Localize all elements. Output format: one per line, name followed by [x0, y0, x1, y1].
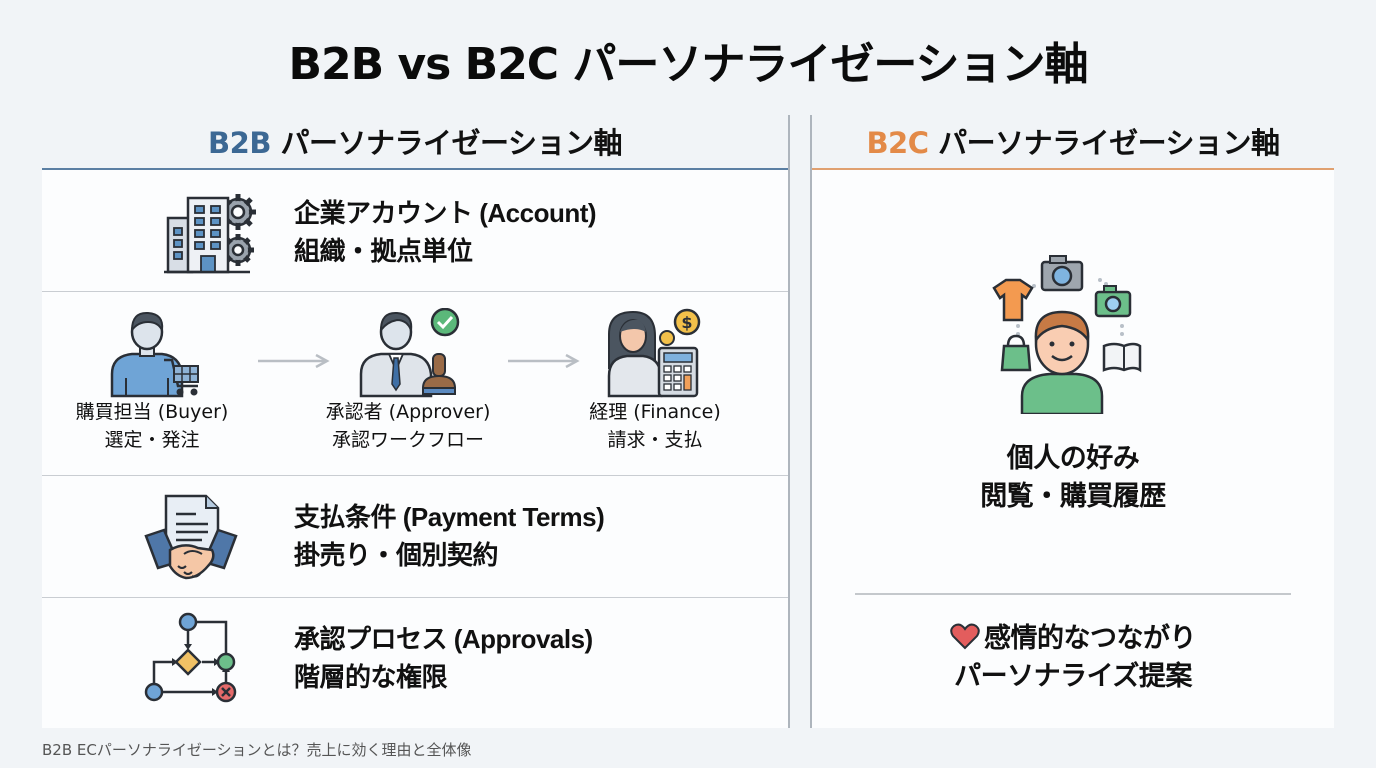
buyer-cart-icon [110, 311, 199, 398]
individual-interests-icon [992, 255, 1142, 414]
column-divider-left [788, 115, 790, 728]
account-subtitle: 組織・拠点単位 [294, 237, 473, 267]
role-buyer: 購買担当 (Buyer) 選定・発注 [42, 308, 262, 454]
role-approver: 承認者 (Approver) 承認ワークフロー [298, 308, 518, 454]
payment-terms-text: 支払条件 (Payment Terms) 掛売り・個別契約 [294, 498, 605, 575]
account-title-jp: 企業アカウント [294, 199, 473, 229]
b2b-accent-label: B2B [208, 126, 271, 160]
column-divider-right [810, 115, 812, 728]
buyer-title: 購買担当 (Buyer) [75, 401, 229, 423]
svg-text:$: $ [681, 313, 692, 332]
finance-title: 経理 (Finance) [589, 401, 721, 423]
buyer-subtitle: 選定・発注 [104, 429, 200, 451]
building-gears-icon [164, 194, 256, 274]
payment-terms-title-jp: 支払条件 [294, 503, 397, 533]
arrow-right-icon [508, 354, 580, 368]
arrow-right-icon [258, 354, 330, 368]
emotional-title-text: 感情的なつながり [984, 623, 1197, 654]
b2b-row-account: 企業アカウント (Account) 組織・拠点単位 [42, 170, 788, 292]
finance-subtitle: 請求・支払 [607, 429, 703, 451]
emotional-subtitle: パーソナライズ提案 [954, 661, 1192, 692]
approvals-title-en: (Approvals) [447, 624, 593, 654]
b2c-accent-label: B2C [866, 126, 929, 160]
payment-terms-title-en: (Payment Terms) [396, 502, 605, 532]
contract-handshake-icon [144, 494, 238, 580]
account-text: 企業アカウント (Account) 組織・拠点単位 [294, 194, 597, 271]
emotional-title: 感情的なつながり [812, 620, 1334, 658]
b2b-row-approvals: 承認プロセス (Approvals) 階層的な権限 [42, 598, 788, 730]
b2c-preferences-block: 個人の好み 閲覧・購買履歴 [812, 440, 1334, 516]
finance-calculator-icon: $ [607, 308, 701, 398]
approvals-text: 承認プロセス (Approvals) 階層的な権限 [294, 620, 593, 697]
b2c-column-heading: B2C パーソナライゼーション軸 [812, 120, 1334, 162]
page-title: B2B vs B2C パーソナライゼーション軸 [288, 39, 1088, 90]
payment-terms-title: 支払条件 (Payment Terms) [294, 498, 605, 537]
b2b-row-payment-terms: 支払条件 (Payment Terms) 掛売り・個別契約 [42, 476, 788, 598]
preferences-subtitle: 閲覧・購買履歴 [980, 481, 1166, 512]
b2c-heading-text: パーソナライゼーション軸 [928, 126, 1280, 160]
role-finance: $ 経理 (Finance) 請求・支払 [545, 308, 765, 454]
approver-stamp-icon [359, 308, 460, 398]
b2c-divider [855, 593, 1291, 595]
heart-icon [950, 623, 980, 650]
b2b-column-heading: B2B パーソナライゼーション軸 [42, 120, 788, 162]
b2b-row-roles: 購買担当 (Buyer) 選定・発注 承認者 (Approver) 承認ワー [42, 292, 788, 476]
footer-caption: B2B ECパーソナライゼーションとは？売上に効く理由と全体像 [42, 741, 472, 759]
preferences-title: 個人の好み [1006, 443, 1140, 474]
approvals-title: 承認プロセス (Approvals) [294, 620, 593, 659]
b2b-panel: 企業アカウント (Account) 組織・拠点単位 購買担当 (Buyer) [42, 168, 788, 728]
account-title: 企業アカウント (Account) [294, 194, 597, 233]
b2b-heading-text: パーソナライゼーション軸 [270, 126, 623, 160]
account-title-en: (Account) [472, 198, 597, 228]
approver-subtitle: 承認ワークフロー [331, 429, 484, 451]
payment-terms-subtitle: 掛売り・個別契約 [294, 541, 499, 571]
approver-title: 承認者 (Approver) [325, 401, 491, 423]
approvals-title-jp: 承認プロセス [294, 625, 448, 655]
approvals-subtitle: 階層的な権限 [294, 663, 448, 693]
b2c-panel: 個人の好み 閲覧・購買履歴 感情的なつながり パーソナライズ提案 [812, 168, 1334, 728]
approval-flowchart-icon [144, 612, 237, 703]
b2c-emotional-block: 感情的なつながり パーソナライズ提案 [812, 620, 1334, 696]
